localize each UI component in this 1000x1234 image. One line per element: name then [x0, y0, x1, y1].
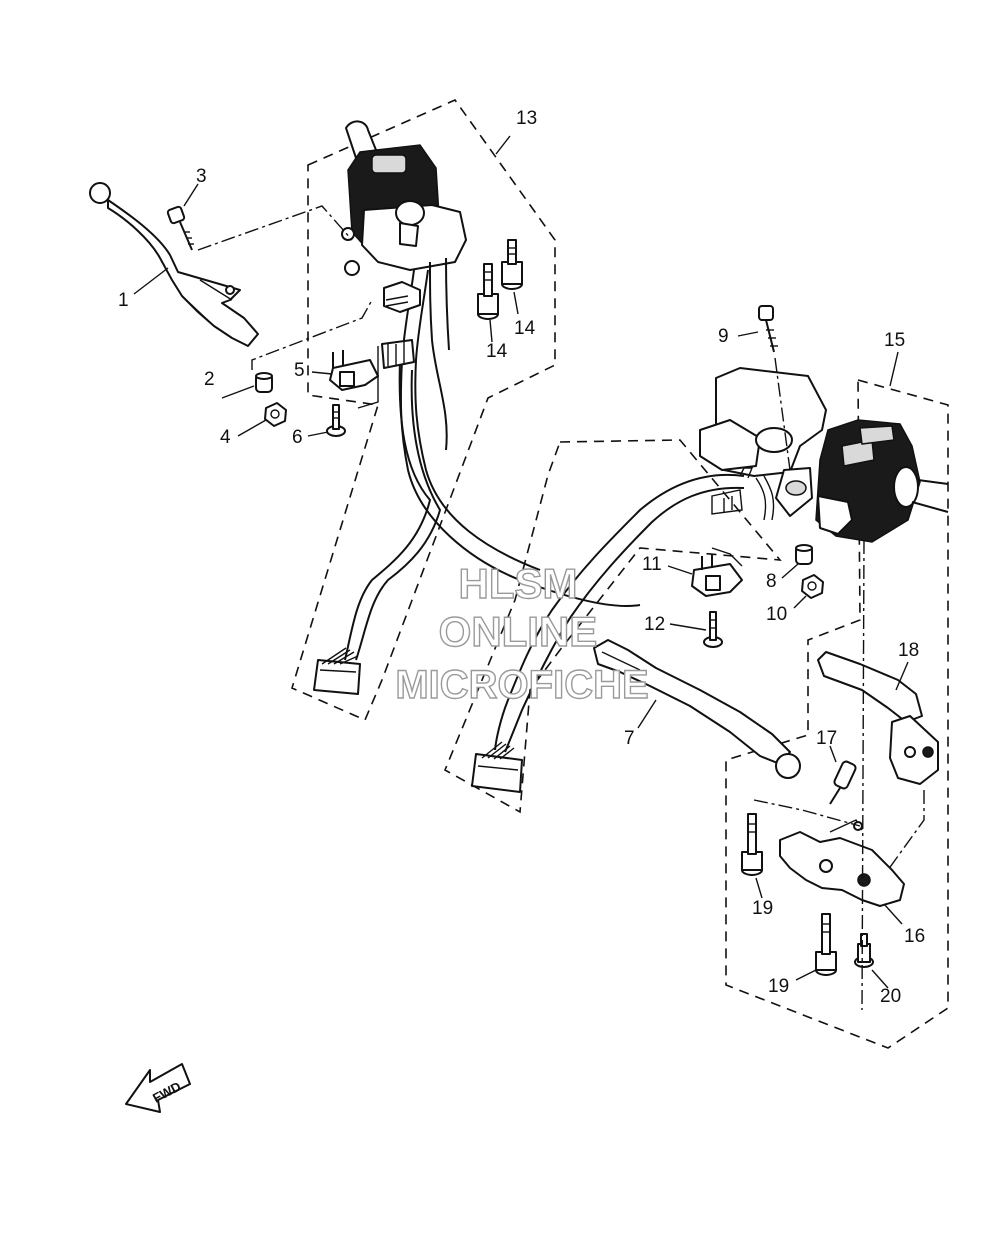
left-switch-housing	[341, 120, 467, 276]
callouts: 1 2 3 4 5 6 7 8 9 10 11 12 13 14 14 15 1…	[118, 108, 925, 1007]
right-switch-housing	[815, 419, 949, 543]
callout-12: 12	[644, 614, 665, 635]
right-coupler	[471, 741, 523, 793]
bolt-9	[758, 305, 791, 471]
callout-11: 11	[642, 554, 662, 575]
watermark-line-1: HLSM	[459, 560, 578, 607]
assembly-15-wire-boundary	[443, 439, 782, 814]
collar-2	[255, 372, 273, 393]
callout-15: 15	[884, 330, 905, 351]
left-coupler	[313, 647, 361, 695]
bracket-16	[779, 819, 905, 907]
right-housing-wires	[494, 467, 775, 753]
callout-10: 10	[766, 604, 787, 625]
callout-16: 16	[904, 926, 925, 947]
switch-5	[329, 350, 379, 391]
assembly-15-boundary	[725, 378, 949, 1049]
callout-9: 9	[718, 326, 729, 347]
screw-12	[703, 611, 723, 648]
assembly-13-boundary	[291, 99, 556, 722]
callout-1: 1	[118, 290, 129, 311]
master-cylinder	[699, 367, 827, 517]
clutch-lever	[89, 182, 259, 347]
collar-8	[795, 544, 813, 565]
callout-4: 4	[220, 427, 231, 448]
callout-7: 7	[624, 728, 635, 749]
alignment-lines	[197, 205, 925, 1011]
screw-6	[326, 404, 346, 437]
bolt-14-upper	[501, 239, 523, 290]
brake-lever	[593, 639, 801, 779]
callout-8: 8	[766, 571, 777, 592]
callout-5: 5	[294, 360, 305, 381]
callout-17: 17	[816, 728, 837, 749]
bolt-19-lower	[815, 913, 837, 976]
nut-4	[264, 402, 287, 427]
callout-2: 2	[204, 369, 215, 390]
watermark: HLSM ONLINE MICROFICHE	[395, 559, 650, 707]
callout-13: 13	[516, 108, 537, 129]
callout-18: 18	[898, 640, 919, 661]
nut-10	[801, 574, 824, 599]
fwd-arrow-icon: FWD	[125, 1063, 191, 1113]
callout-19-lower: 19	[768, 976, 789, 997]
callout-14-lower: 14	[486, 341, 508, 362]
bolt-14-lower	[477, 263, 499, 320]
callout-20: 20	[880, 986, 901, 1007]
pin-17	[829, 760, 857, 805]
left-housing-wires	[344, 257, 641, 661]
callout-14-upper: 14	[514, 318, 536, 339]
lever-18	[817, 651, 939, 785]
switch-11	[691, 547, 743, 597]
bolt-19-upper	[741, 813, 763, 876]
watermark-line-2: ONLINE	[439, 608, 598, 655]
bolt-3	[166, 205, 194, 251]
screw-20	[854, 933, 874, 968]
watermark-line-3: MICROFICHE	[395, 663, 648, 707]
callout-6: 6	[292, 427, 303, 448]
callout-19-upper: 19	[752, 898, 773, 919]
callout-3: 3	[196, 166, 207, 187]
leader-lines	[133, 135, 909, 989]
